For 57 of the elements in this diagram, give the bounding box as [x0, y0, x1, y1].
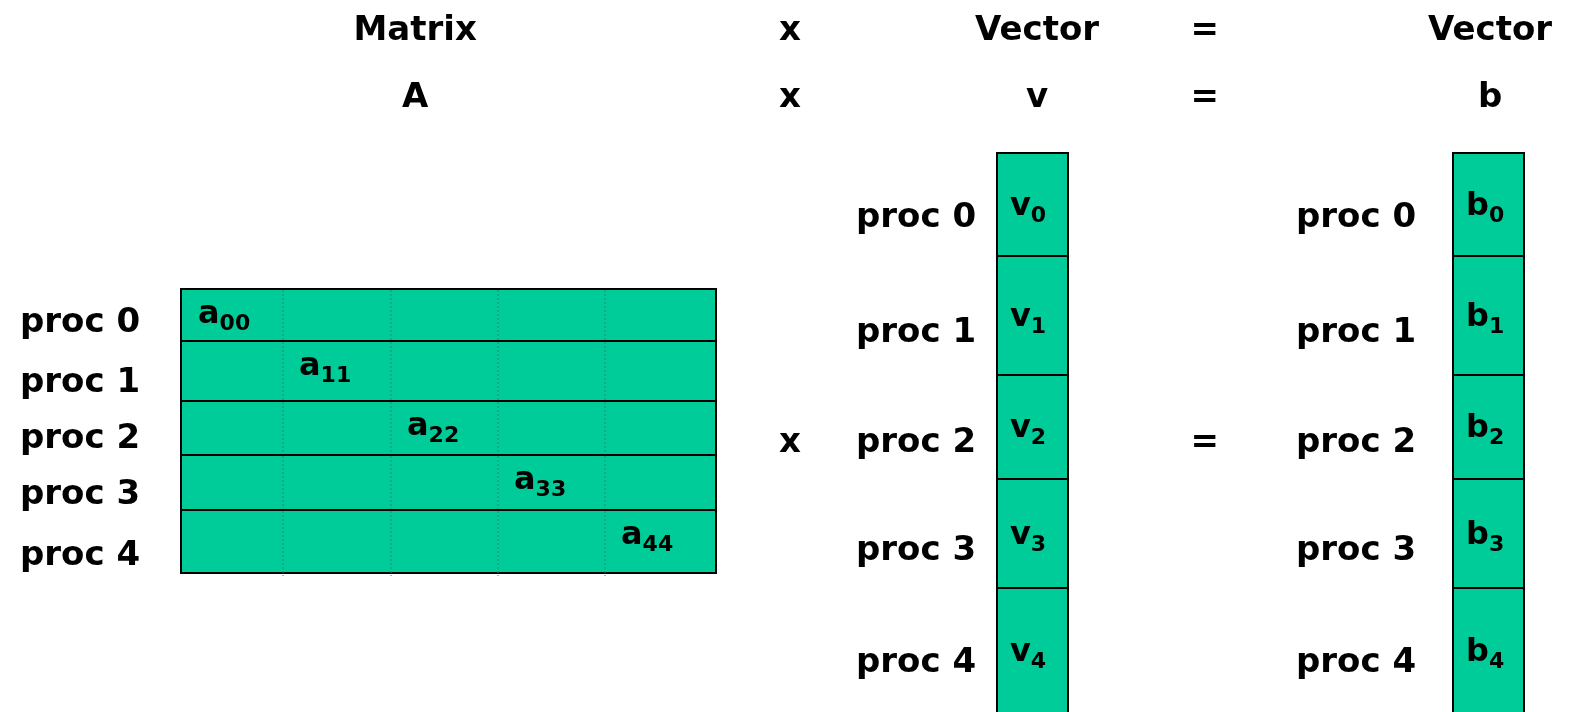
vector-cell [996, 587, 1069, 712]
vector-entry: b$_{2}$ [1466, 410, 1505, 449]
vector-cell [1452, 255, 1525, 376]
vector-cell [1452, 374, 1525, 480]
matrix-entry: a$_{11}$ [299, 348, 352, 387]
heading-text: v [1026, 78, 1049, 112]
matrix-entry: a$_{22}$ [407, 408, 460, 447]
vector-entry: v$_{1}$ [1010, 298, 1047, 337]
process-label: proc 0 [1296, 198, 1417, 232]
process-label: proc 2 [1296, 423, 1417, 457]
process-label: proc 4 [1296, 643, 1417, 677]
heading-text: A [402, 78, 429, 112]
vector-cell [996, 255, 1069, 376]
vector-cell [1452, 587, 1525, 712]
vector-entry: v$_{4}$ [1010, 633, 1047, 672]
process-label: proc 3 [1296, 531, 1417, 565]
process-label: proc 4 [856, 643, 977, 677]
process-label: proc 1 [20, 363, 141, 397]
operator-sign: = [1190, 78, 1219, 112]
operator-sign: x [779, 78, 801, 112]
matrix-row [180, 340, 717, 402]
vector-cell [1452, 152, 1525, 257]
vector-entry: v$_{0}$ [1010, 187, 1047, 226]
vector-entry: v$_{3}$ [1010, 516, 1047, 555]
matrix-entry: a$_{44}$ [621, 517, 674, 556]
matrix-row [180, 454, 717, 511]
vector-cell [996, 374, 1069, 480]
process-label: proc 1 [856, 313, 977, 347]
process-label: proc 4 [20, 536, 141, 570]
heading-text: b [1478, 78, 1503, 112]
vector-entry: v$_{2}$ [1010, 410, 1047, 449]
process-label: proc 3 [856, 531, 977, 565]
matrix-row [180, 509, 717, 574]
vector-entry: b$_{0}$ [1466, 187, 1505, 226]
process-label: proc 2 [856, 423, 977, 457]
operator-sign: x [779, 11, 801, 45]
process-label: proc 2 [20, 419, 141, 453]
heading-text: Vector [975, 11, 1100, 45]
vector-cell [996, 152, 1069, 257]
vector-entry: b$_{3}$ [1466, 516, 1505, 555]
matrix-entry: a$_{33}$ [514, 462, 567, 501]
vector-entry: b$_{1}$ [1466, 298, 1505, 337]
process-label: proc 3 [20, 475, 141, 509]
vector-cell [996, 478, 1069, 589]
matrix-entry: a$_{00}$ [198, 296, 251, 335]
matrix-row [180, 288, 717, 342]
operator-sign: x [779, 423, 801, 457]
vector-entry: b$_{4}$ [1466, 633, 1505, 672]
process-label: proc 0 [856, 198, 977, 232]
process-label: proc 1 [1296, 313, 1417, 347]
heading-text: Vector [1428, 11, 1553, 45]
process-label: proc 0 [20, 303, 141, 337]
operator-sign: = [1190, 423, 1219, 457]
operator-sign: = [1190, 11, 1219, 45]
heading-text: Matrix [353, 11, 477, 45]
vector-cell [1452, 478, 1525, 589]
matrix-row [180, 400, 717, 456]
